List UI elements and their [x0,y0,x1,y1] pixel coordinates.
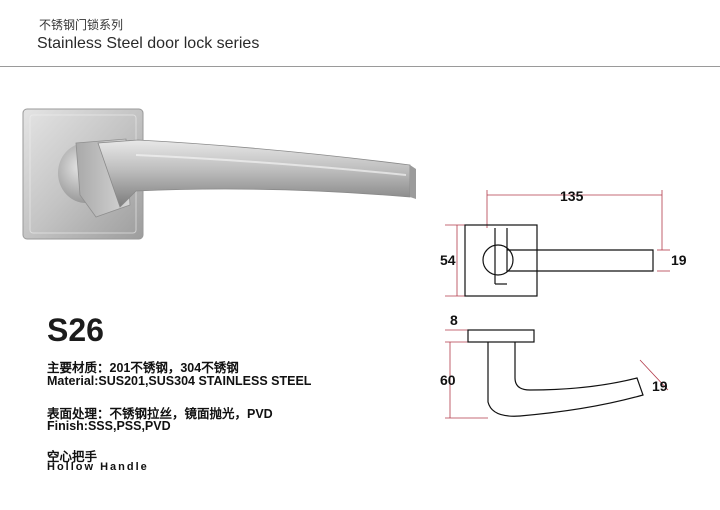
dim-rose: 54 [440,252,456,268]
dim-length: 135 [560,188,584,204]
header-divider [0,66,720,67]
dim-rose-thickness: 8 [450,312,458,328]
top-view-drawing [445,190,670,297]
material-english: Material:SUS201,SUS304 STAINLESS STEEL [47,374,312,388]
type-english: Hollow Handle [47,461,149,473]
finish-english: Finish:SSS,PSS,PVD [47,419,171,433]
header-title: Stainless Steel door lock series [37,35,260,52]
type-chinese: 空心把手 [47,450,98,464]
dim-projection: 60 [440,372,456,388]
side-view-drawing [445,329,669,419]
model-number: S26 [47,312,104,348]
finish-chinese: 表面处理：不锈钢拉丝，镜面抛光，PVD [47,407,273,421]
material-chinese: 主要材质：201不锈钢，304不锈钢 [47,361,239,375]
dim-tip: 19 [652,378,668,394]
product-photo [22,108,416,240]
header-title-chinese: 不锈钢门锁系列 [39,18,124,32]
dim-width: 19 [671,252,687,268]
